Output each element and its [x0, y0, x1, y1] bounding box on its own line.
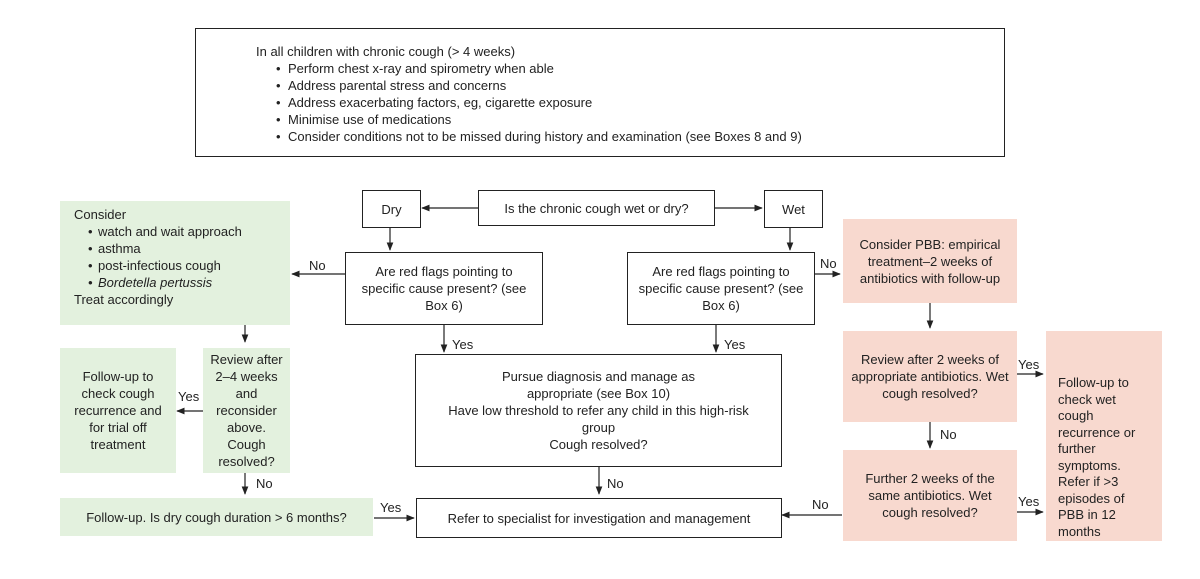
- label-no-review-dry: No: [256, 476, 273, 491]
- consider-node: Consider watch and wait approach asthma …: [60, 201, 290, 325]
- label-no-wet-flags: No: [820, 256, 837, 271]
- pursue-line-2: Have low threshold to refer any child in…: [448, 403, 749, 435]
- pbb-text: Consider PBB: empirical treatment–2 week…: [859, 236, 1001, 286]
- refer-node: Refer to specialist for investigation an…: [416, 498, 782, 538]
- review-dry-node: Review after 2–4 weeks and reconsider ab…: [203, 348, 290, 473]
- consider-item: post-infectious cough: [86, 257, 276, 274]
- intro-item: Consider conditions not to be missed dur…: [274, 128, 1004, 145]
- followup-wet-node: Follow-up to check wet cough recurrence …: [1046, 331, 1162, 541]
- followup-dry-text: Follow-up to check cough recurrence and …: [74, 369, 162, 452]
- label-yes-review-dry: Yes: [178, 389, 200, 404]
- consider-item: Bordetella pertussis: [86, 274, 276, 291]
- further-text: Further 2 weeks of the same antibiotics.…: [865, 471, 995, 520]
- wet-node: Wet: [764, 190, 823, 228]
- intro-box: In all children with chronic cough (> 4 …: [195, 28, 1005, 157]
- review-wet-node: Review after 2 weeks of appropriate anti…: [843, 331, 1017, 422]
- pursue-line-1: Pursue diagnosis and manage as appropria…: [502, 369, 695, 401]
- pursue-line-3: Cough resolved?: [549, 437, 648, 452]
- review-wet-text: Review after 2 weeks of appropriate anti…: [851, 352, 1009, 401]
- red-flags-wet-text: Are red flags pointing to specific cause…: [638, 264, 804, 313]
- label-no-dry-flags: No: [309, 258, 326, 273]
- refer-text: Refer to specialist for investigation an…: [447, 510, 751, 526]
- further-node: Further 2 weeks of the same antibiotics.…: [843, 450, 1017, 541]
- consider-item: asthma: [86, 240, 276, 257]
- label-yes-further: Yes: [1018, 494, 1040, 509]
- consider-item: watch and wait approach: [86, 223, 276, 240]
- pbb-node: Consider PBB: empirical treatment–2 week…: [843, 219, 1017, 303]
- intro-item: Address parental stress and concerns: [274, 77, 1004, 94]
- red-flags-dry-text: Are red flags pointing to specific cause…: [361, 264, 527, 313]
- label-no-further: No: [812, 497, 829, 512]
- label-no-pursue: No: [607, 476, 624, 491]
- label-yes-dry-flags: Yes: [452, 337, 474, 352]
- red-flags-wet-node: Are red flags pointing to specific cause…: [627, 252, 815, 325]
- label-no-review-wet: No: [940, 427, 957, 442]
- label-yes-wet-flags: Yes: [724, 337, 746, 352]
- intro-heading: In all children with chronic cough (> 4 …: [256, 44, 516, 59]
- consider-footer: Treat accordingly: [74, 292, 174, 307]
- label-yes-duration: Yes: [380, 500, 402, 515]
- question-text: Is the chronic cough wet or dry?: [504, 200, 689, 216]
- wet-label: Wet: [782, 201, 805, 217]
- followup-dry-node: Follow-up to check cough recurrence and …: [60, 348, 176, 473]
- intro-item: Minimise use of medications: [274, 111, 1004, 128]
- intro-list: Perform chest x-ray and spirometry when …: [196, 60, 1004, 145]
- label-yes-review-wet: Yes: [1018, 357, 1040, 372]
- intro-item: Perform chest x-ray and spirometry when …: [274, 60, 1004, 77]
- review-dry-text: Review after 2–4 weeks and reconsider ab…: [210, 352, 283, 469]
- question-node: Is the chronic cough wet or dry?: [478, 190, 715, 226]
- red-flags-dry-node: Are red flags pointing to specific cause…: [345, 252, 543, 325]
- dry-label: Dry: [381, 201, 402, 217]
- intro-item: Address exacerbating factors, eg, cigare…: [274, 94, 1004, 111]
- followup-wet-text: Follow-up to check wet cough recurrence …: [1058, 375, 1136, 539]
- dry-node: Dry: [362, 190, 421, 228]
- consider-list: watch and wait approach asthma post-infe…: [74, 223, 276, 291]
- followup-duration-node: Follow-up. Is dry cough duration > 6 mon…: [60, 498, 373, 536]
- pursue-node: Pursue diagnosis and manage as appropria…: [415, 354, 782, 467]
- followup-duration-text: Follow-up. Is dry cough duration > 6 mon…: [86, 509, 347, 525]
- consider-heading: Consider: [74, 207, 127, 222]
